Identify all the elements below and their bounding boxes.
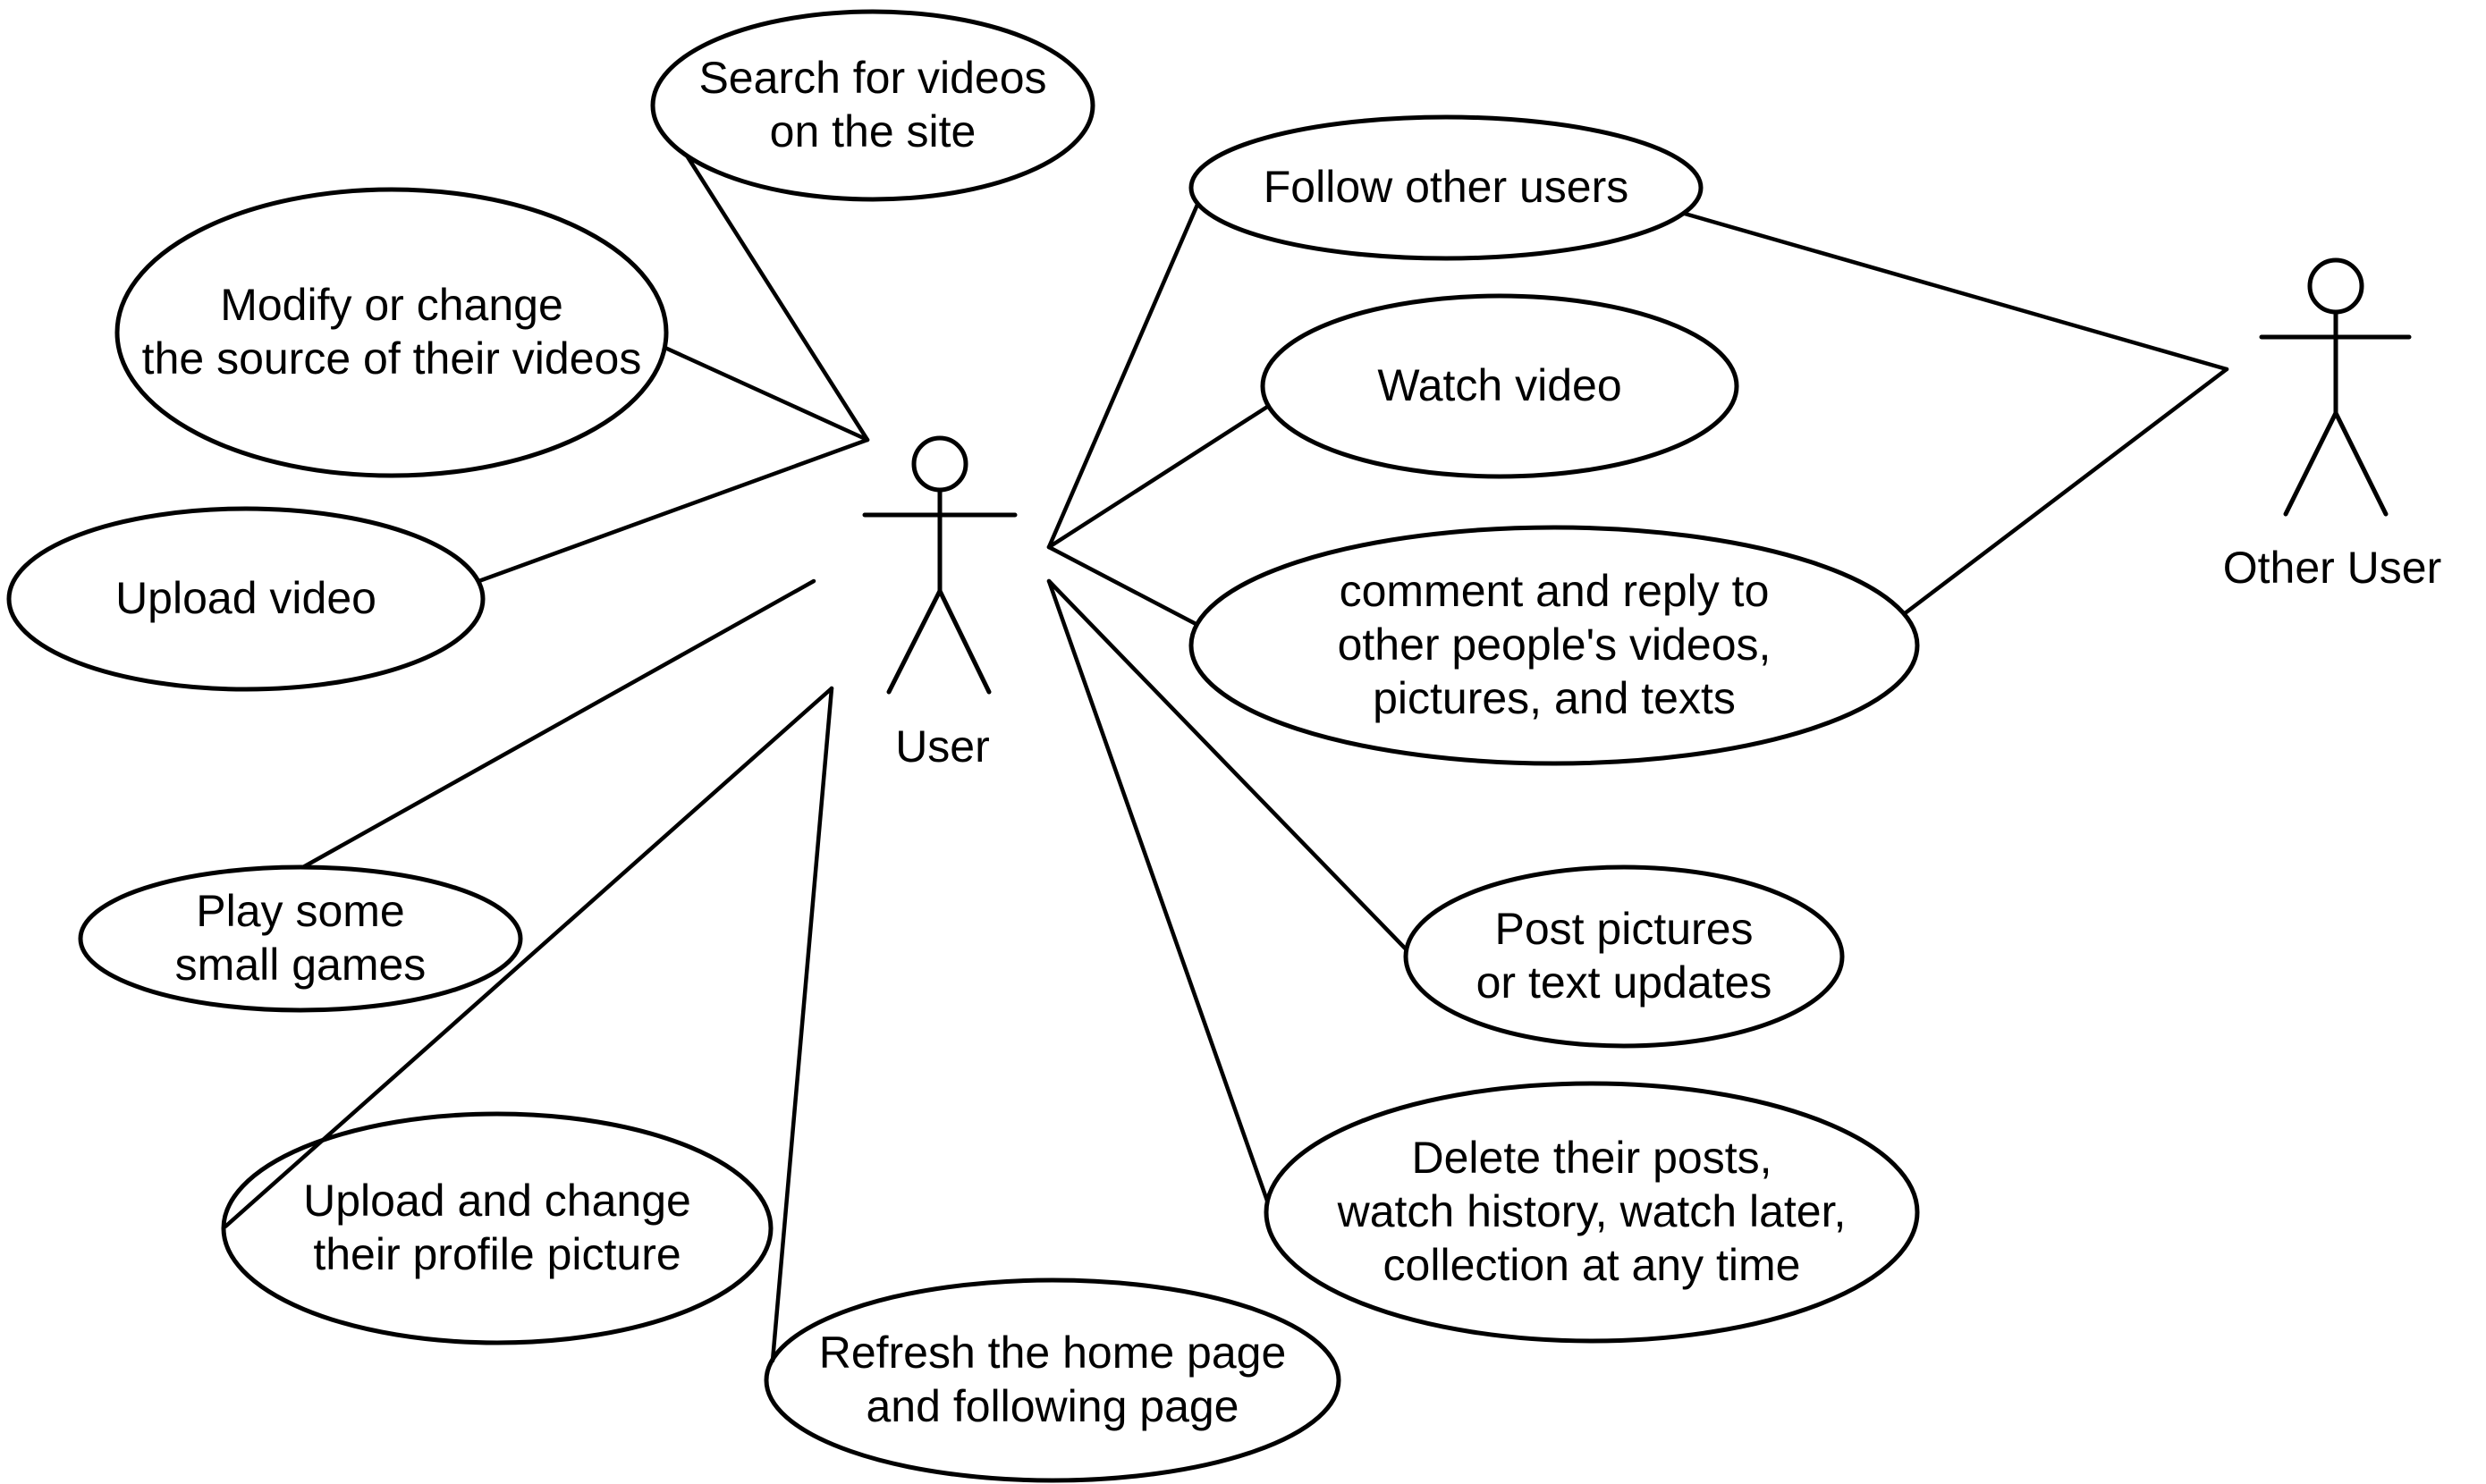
connector-user-play	[292, 578, 816, 874]
usecase-label-upload-video: Upload video	[115, 573, 376, 623]
usecase-label-follow-users: Follow other users	[1264, 162, 1629, 212]
usecase-ellipse-upload-video	[6, 506, 486, 692]
actor-head-user	[911, 435, 968, 493]
actor-other-user: Other User	[2223, 257, 2442, 593]
actor-leg-user-0	[886, 588, 943, 695]
connector-user-search	[659, 114, 870, 443]
actor-label-user: User	[895, 721, 990, 772]
connector-user-profile	[223, 686, 834, 1229]
usecase-label-watch-video: Watch video	[1377, 360, 1621, 410]
usecase-ellipse-follow-users	[1188, 114, 1704, 261]
actor-label-other-user: Other User	[2223, 543, 2442, 593]
connector-other-comment	[1898, 367, 2229, 620]
connector-user-follow	[1046, 190, 1205, 550]
usecase-ellipse-delete-posts	[1264, 1081, 1920, 1344]
usecase-label-delete-posts: Delete their posts,watch history, watch …	[1337, 1133, 1847, 1290]
usecase-ellipse-post-updates	[1403, 864, 1845, 1049]
connector-user-delete	[1046, 578, 1281, 1236]
connector-user-post	[1046, 578, 1420, 964]
connector-user-refresh	[770, 686, 834, 1363]
actor-user: User	[862, 435, 1018, 772]
usecase-delete-posts: Delete their posts,watch history, watch …	[1264, 1081, 1920, 1344]
actor-leg-user-1	[937, 588, 992, 695]
connector-other-follow	[1670, 207, 2229, 372]
usecase-ellipse-watch-video	[1260, 293, 1739, 479]
connector-user-comment	[1046, 544, 1205, 630]
connector-user-upload	[471, 437, 870, 586]
actor-leg-other-user-1	[2333, 410, 2389, 517]
usecase-ellipse-modify-source	[114, 187, 669, 478]
actor-head-other-user	[2307, 257, 2364, 315]
usecase-upload-video: Upload video	[6, 506, 486, 692]
connector-user-modify	[655, 341, 870, 443]
usecase-ellipse-refresh-pages	[764, 1277, 1341, 1483]
usecase-follow-users: Follow other users	[1188, 114, 1704, 261]
usecase-ellipse-play-games	[78, 864, 523, 1013]
usecase-ellipse-search-videos	[650, 9, 1095, 202]
usecase-ellipse-comment-reply	[1188, 525, 1920, 766]
usecase-ellipse-profile-picture	[221, 1111, 774, 1345]
connector-user-watch	[1046, 400, 1277, 550]
actor-leg-other-user-0	[2283, 410, 2338, 517]
usecase-watch-video: Watch video	[1260, 293, 1739, 479]
